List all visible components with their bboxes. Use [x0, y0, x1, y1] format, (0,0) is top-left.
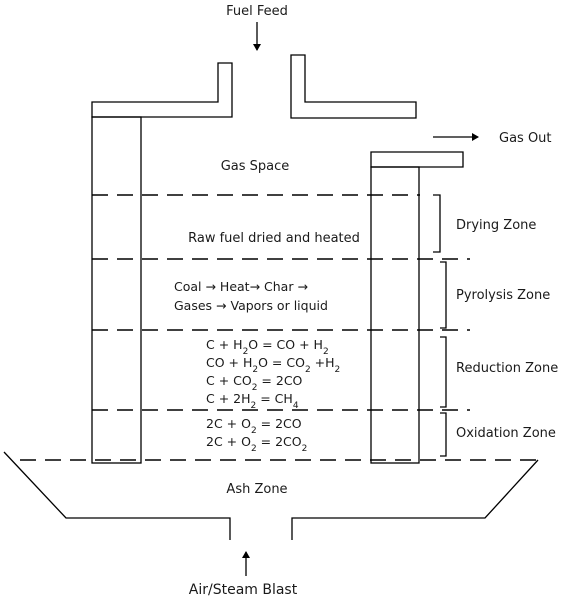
right-wall	[370, 166, 420, 464]
reduction-reaction-3: C + CO2 = 2CO	[206, 373, 303, 393]
pyrolysis-zone-bracket	[440, 261, 447, 329]
right-top-flange	[290, 54, 417, 119]
reduction-zone-label: Reduction Zone	[456, 361, 558, 376]
reduction-reaction-1: C + H2O = CO + H2	[206, 337, 329, 357]
reduction-zone-bracket	[440, 336, 447, 408]
drying-zone-label: Drying Zone	[456, 218, 536, 233]
gas-space-label: Gas Space	[221, 159, 290, 174]
oxidation-zone-label: Oxidation Zone	[456, 426, 556, 441]
drying-zone-bracket	[433, 194, 441, 253]
ash-funnel-right	[291, 459, 539, 540]
left-top-lip	[91, 62, 233, 118]
ash-zone-label: Ash Zone	[226, 482, 287, 497]
gas-out-label: Gas Out	[499, 131, 552, 146]
drying-description: Raw fuel dried and heated	[188, 231, 360, 246]
oxidation-reaction-2: 2C + O2 = 2CO2	[206, 434, 307, 454]
oxidation-reaction-1: 2C + O2 = 2CO	[206, 416, 302, 436]
right-wall-cap	[370, 151, 464, 168]
air-steam-label: Air/Steam Blast	[189, 582, 298, 598]
left-wall	[91, 116, 142, 464]
pyrolysis-zone-label: Pyrolysis Zone	[456, 288, 550, 303]
oxidation-zone-bracket	[440, 412, 447, 457]
pyrolysis-description-line2: Gases → Vapors or liquid	[174, 298, 328, 313]
reduction-reaction-2: CO + H2O = CO2 +H2	[206, 355, 340, 375]
pyrolysis-description-line1: Coal → Heat→ Char →	[174, 279, 308, 294]
ash-funnel-left	[3, 451, 231, 540]
reduction-reaction-4: C + 2H2 = CH4	[206, 391, 299, 411]
fuel-feed-label: Fuel Feed	[226, 4, 288, 19]
